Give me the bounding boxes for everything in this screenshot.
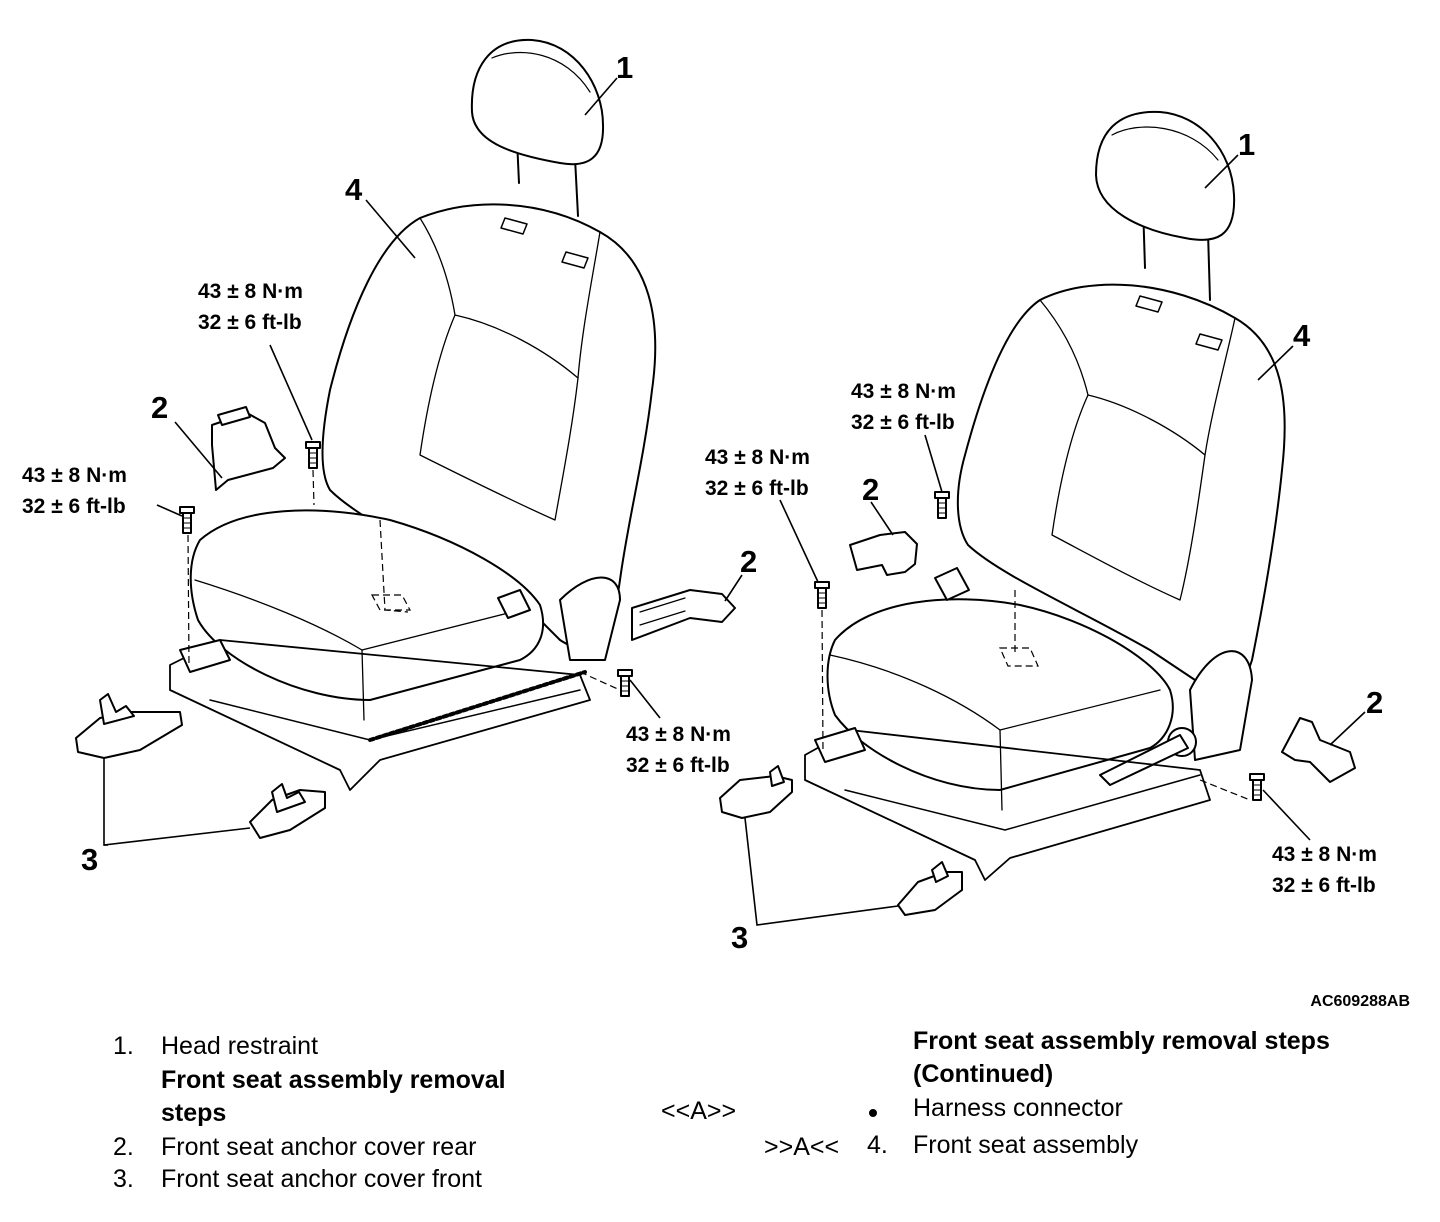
callout-right-rear-cover: 2 (862, 472, 879, 507)
legend-heading: Front seat assembly removal steps (913, 1027, 1330, 1055)
legend-item-number: 4. (867, 1131, 888, 1159)
left-side-anchor-cover (631, 589, 736, 641)
bullet-icon (869, 1109, 877, 1117)
legend-item-number: 2. (113, 1133, 134, 1161)
torque-spec-ftlb: 32 ± 6 ft-lb (705, 477, 809, 500)
callout-left-front-cover: 3 (81, 842, 98, 877)
callout-left-seat-assembly: 4 (345, 172, 363, 207)
right-rear-anchor-cover (849, 531, 918, 576)
torque-spec-nm: 43 ± 8 N·m (22, 464, 127, 487)
torque-spec-ftlb: 32 ± 6 ft-lb (198, 311, 302, 334)
legend-left: 1. Head restraint Front seat assembly re… (0, 1030, 700, 1200)
right-head-restraint (1095, 110, 1236, 301)
callout-right-seat-assembly: 4 (1293, 318, 1311, 353)
legend-heading-continued: (Continued) (913, 1060, 1054, 1088)
figure-code: AC609288AB (1310, 993, 1410, 1010)
torque-spec-nm: 43 ± 8 N·m (851, 380, 956, 403)
left-head-restraint (470, 38, 605, 217)
seat-diagram: 1 4 2 2 3 1 4 2 2 3 43 ± 8 N·m 32 ± 6 ft… (22, 38, 1410, 1010)
alignment-lines (187, 469, 1251, 801)
torque-spec-nm: 43 ± 8 N·m (1272, 843, 1377, 866)
legend-item-number: 1. (113, 1032, 134, 1060)
callout-left-rear-cover: 2 (151, 390, 168, 425)
reference-mark-removal: <<A>> (661, 1097, 737, 1125)
torque-spec-ftlb: 32 ± 6 ft-lb (626, 754, 730, 777)
callout-left-side-cover: 2 (740, 544, 757, 579)
torque-spec-ftlb: 32 ± 6 ft-lb (22, 495, 126, 518)
callout-right-side-cover: 2 (1366, 685, 1383, 720)
legend-heading: Front seat assembly removal (161, 1066, 506, 1094)
right-side-anchor-cover (1281, 717, 1356, 783)
callout-right-head-restraint: 1 (1238, 127, 1255, 162)
left-bolt-icons (179, 441, 633, 697)
torque-spec-ftlb: 32 ± 6 ft-lb (1272, 874, 1376, 897)
legend-item-anchor-cover-rear: Front seat anchor cover rear (161, 1133, 477, 1161)
legend-item-number: 3. (113, 1165, 134, 1193)
callout-left-head-restraint: 1 (616, 50, 633, 85)
torque-spec-ftlb: 32 ± 6 ft-lb (851, 411, 955, 434)
legend-item-anchor-cover-front: Front seat anchor cover front (161, 1165, 482, 1193)
legend-heading-continued: steps (161, 1099, 227, 1127)
left-rear-anchor-cover (211, 406, 286, 491)
torque-spec-nm: 43 ± 8 N·m (626, 723, 731, 746)
legend-item-head-restraint: Head restraint (161, 1032, 319, 1060)
leader-lines (103, 77, 1366, 926)
reference-mark-installation: >>A<< (764, 1133, 840, 1161)
right-seat-assembly (804, 283, 1286, 881)
legend-item-harness-connector: Harness connector (913, 1094, 1123, 1122)
legend-item-front-seat-assembly: Front seat assembly (913, 1131, 1139, 1159)
callout-right-front-cover: 3 (731, 920, 748, 955)
legend-right: Front seat assembly removal steps (Conti… (640, 1025, 1430, 1175)
left-seat-assembly (169, 203, 657, 791)
torque-spec-nm: 43 ± 8 N·m (198, 280, 303, 303)
right-front-anchor-covers (719, 765, 963, 916)
right-bolt-icons (814, 491, 1265, 801)
torque-spec-nm: 43 ± 8 N·m (705, 446, 810, 469)
left-front-anchor-covers (75, 693, 326, 839)
